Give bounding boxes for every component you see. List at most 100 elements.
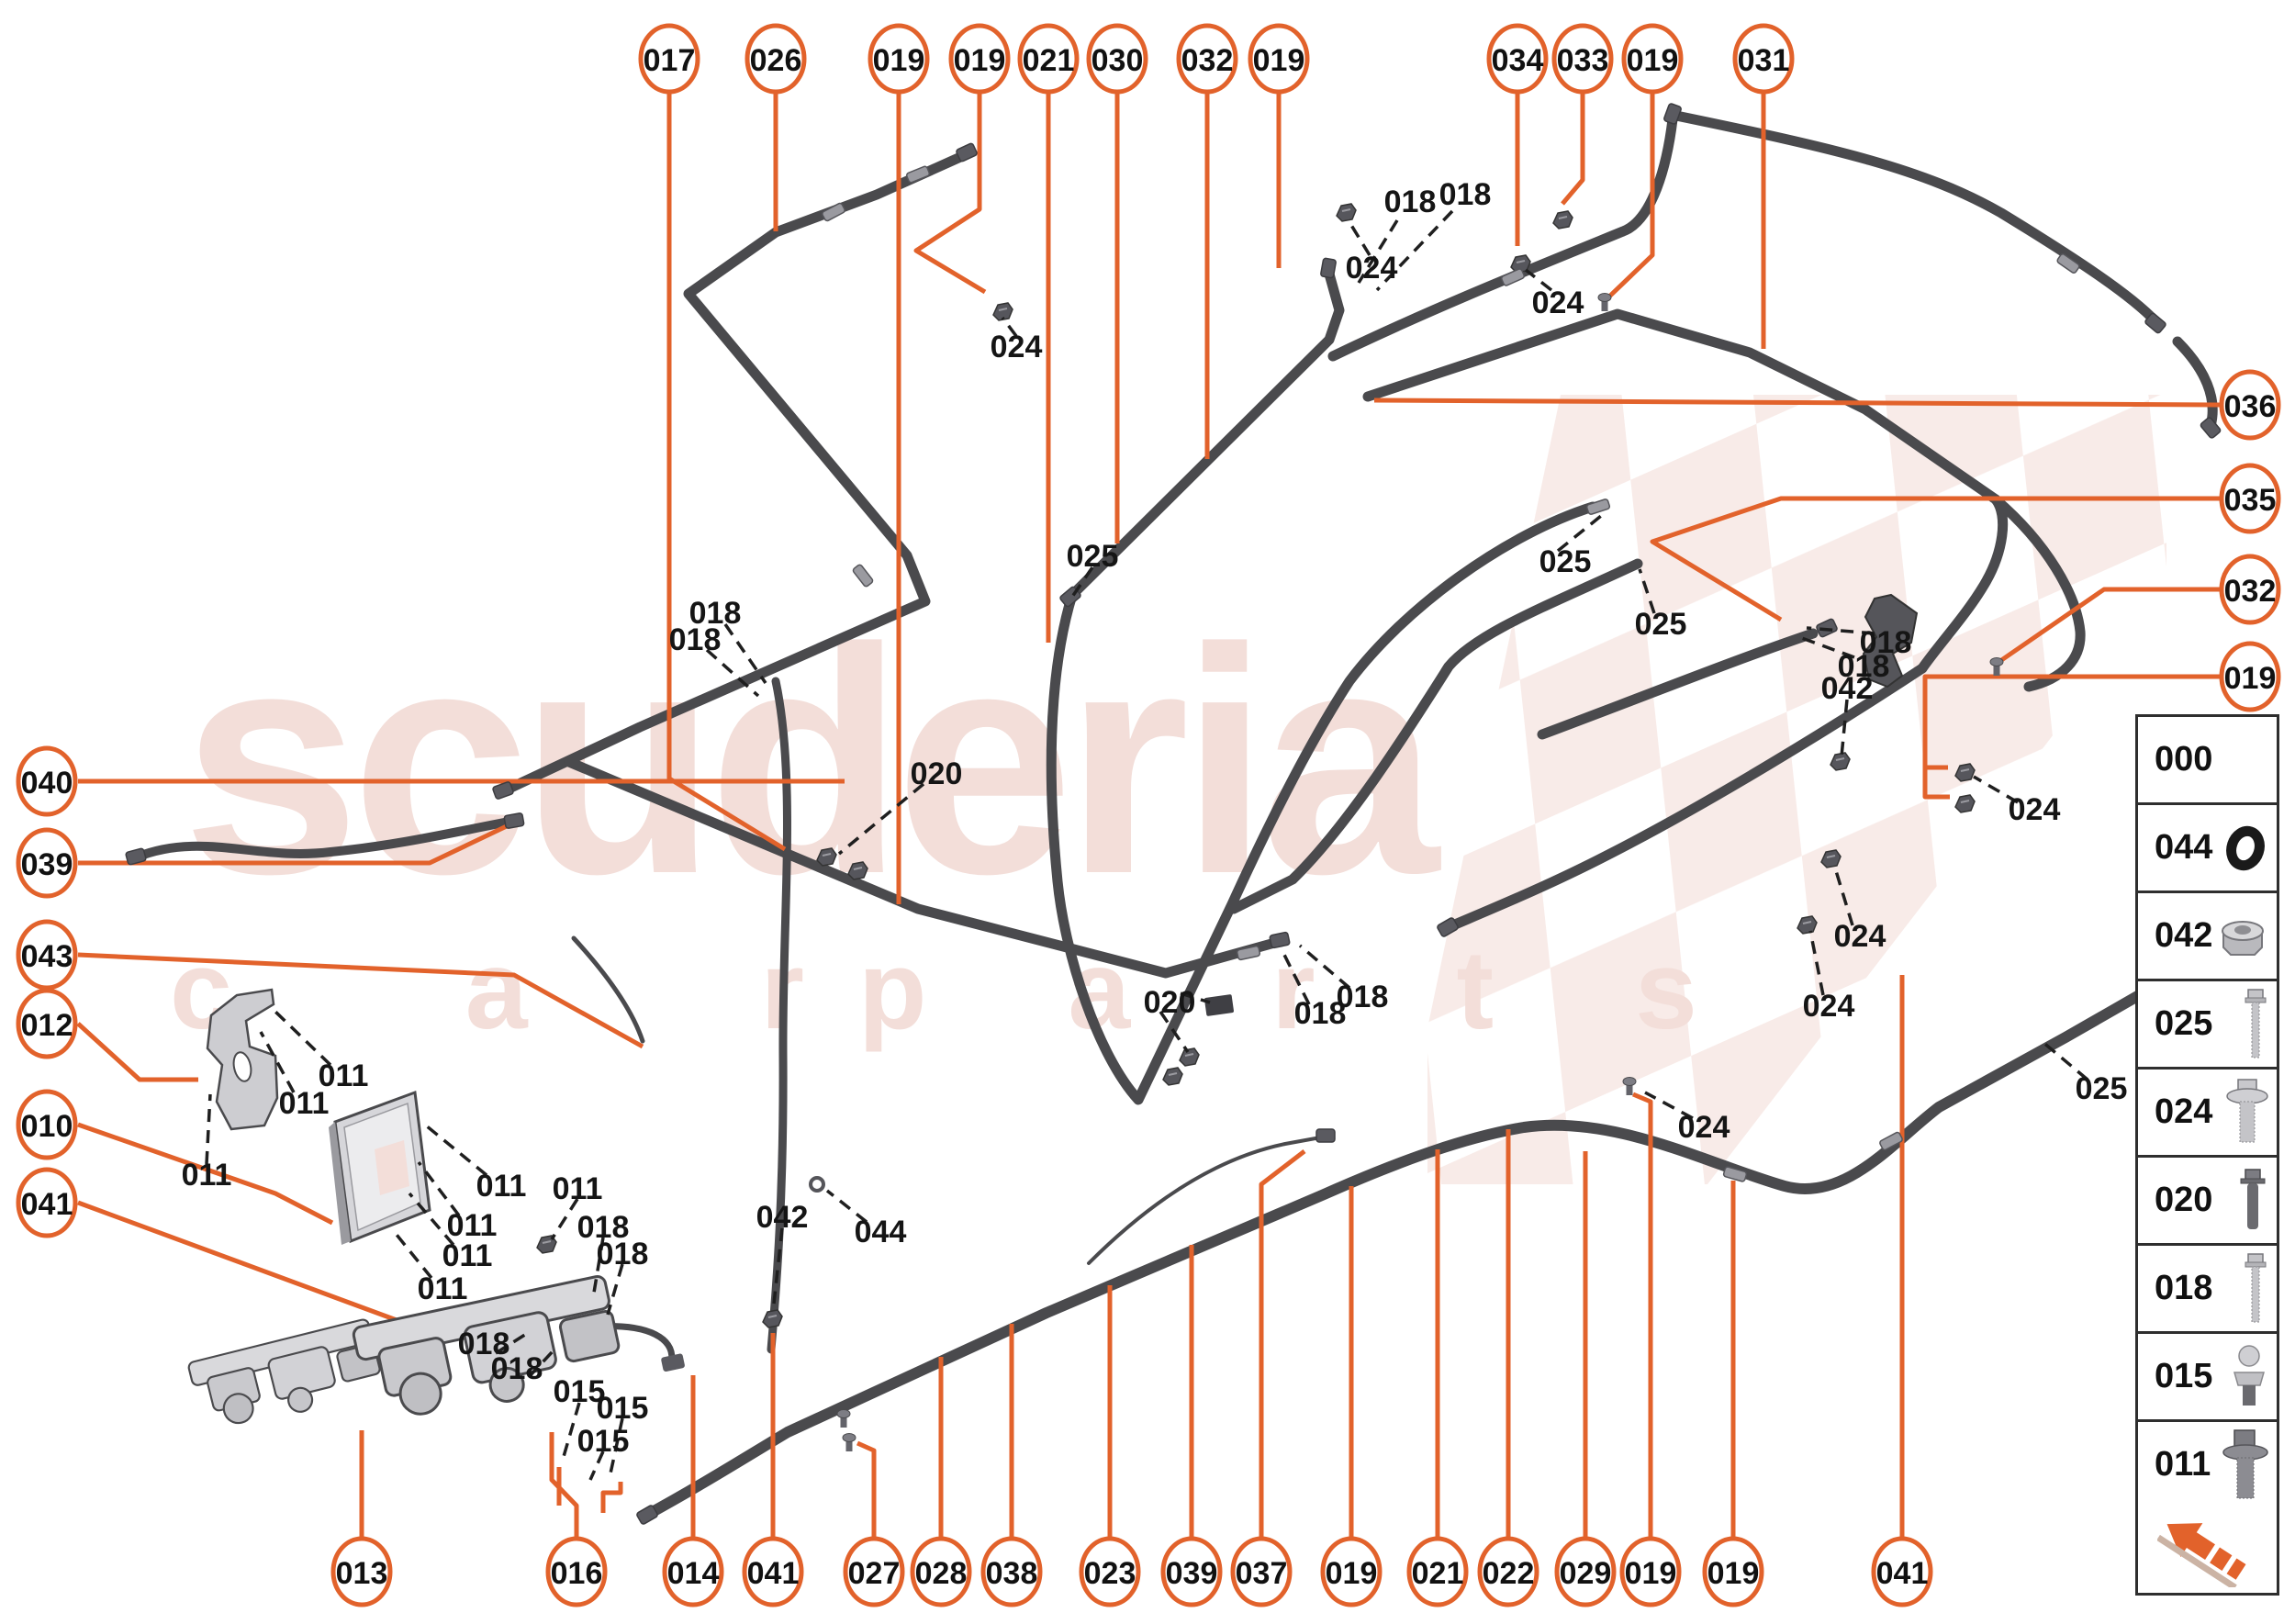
pipe-sleeve-icon xyxy=(2056,253,2080,274)
callout-badge-014[interactable]: 014 xyxy=(662,1536,724,1607)
callout-badge-019[interactable]: 019 xyxy=(1621,23,1684,95)
pipe-clip-icon xyxy=(992,302,1013,321)
callout-badge-019[interactable]: 019 xyxy=(948,23,1011,95)
dashed-pointer-line xyxy=(417,1160,461,1217)
callout-badge-036[interactable]: 036 xyxy=(2219,369,2281,441)
endcap-part xyxy=(1663,103,1682,125)
legend-row-018[interactable]: 018 xyxy=(2138,1246,2277,1334)
callout-badge-041[interactable]: 041 xyxy=(16,1167,78,1238)
callout-leader-line xyxy=(78,822,512,866)
pipe-clip-icon xyxy=(1830,752,1851,771)
callout-badge-038[interactable]: 038 xyxy=(980,1536,1043,1607)
badge-circle xyxy=(1160,1536,1223,1607)
legend-row-020[interactable]: 020 xyxy=(2138,1158,2277,1246)
dashed-pointer-line xyxy=(408,1192,455,1247)
endcap-part xyxy=(2200,417,2222,439)
callout-badge-033[interactable]: 033 xyxy=(1551,23,1614,95)
callout-badge-043[interactable]: 043 xyxy=(16,919,78,991)
pipe-clip-icon xyxy=(762,1309,783,1328)
callout-badge-039[interactable]: 039 xyxy=(16,827,78,899)
badge-circle xyxy=(1320,1536,1383,1607)
callout-badge-026[interactable]: 026 xyxy=(744,23,807,95)
badge-circle xyxy=(1176,23,1238,95)
callout-badge-022[interactable]: 022 xyxy=(1477,1536,1539,1607)
clip-detail xyxy=(1826,855,1836,858)
callout-badge-021[interactable]: 021 xyxy=(1017,23,1080,95)
callout-badge-028[interactable]: 028 xyxy=(910,1536,972,1607)
pipe-end-connector-icon xyxy=(1315,1128,1336,1143)
callout-badge-040[interactable]: 040 xyxy=(16,745,78,817)
badge-number: 019 xyxy=(1707,1556,1760,1591)
callout-badge-019[interactable]: 019 xyxy=(1248,23,1310,95)
badge-circle xyxy=(868,23,930,95)
legend-row-024[interactable]: 024 xyxy=(2138,1070,2277,1158)
clip-part xyxy=(992,302,1013,321)
pipe-clip-icon xyxy=(816,847,837,867)
badge-number: 031 xyxy=(1738,43,1790,78)
fuel-line-pipe xyxy=(1990,494,2086,692)
badge-number: 021 xyxy=(1023,43,1075,78)
callout-badge-032[interactable]: 032 xyxy=(2219,554,2281,625)
callout-badge-039[interactable]: 039 xyxy=(1160,1536,1223,1607)
pipe-sleeve-icon xyxy=(1236,945,1261,961)
legend-row-000[interactable]: 000 xyxy=(2138,717,2277,805)
pipe-clip-icon xyxy=(536,1235,557,1254)
callout-leader-line xyxy=(77,952,644,1049)
watermark-word: scuderia xyxy=(182,582,1441,941)
legend-row-025[interactable]: 025 xyxy=(2138,981,2277,1070)
callout-badge-013[interactable]: 013 xyxy=(330,1536,393,1607)
part-number-label: 018 xyxy=(577,1210,630,1245)
callout-badge-031[interactable]: 031 xyxy=(1732,23,1795,95)
callout-badge-010[interactable]: 010 xyxy=(16,1089,78,1160)
dashed-pointer-line xyxy=(1556,514,1603,553)
callout-badge-019[interactable]: 019 xyxy=(868,23,930,95)
callout-badge-019[interactable]: 019 xyxy=(2219,641,2281,712)
callout-badge-019[interactable]: 019 xyxy=(1320,1536,1383,1607)
clip-detail xyxy=(1835,757,1845,761)
callout-badge-029[interactable]: 029 xyxy=(1554,1536,1617,1607)
badge-circle xyxy=(545,1536,608,1607)
callout-badge-037[interactable]: 037 xyxy=(1230,1536,1293,1607)
part-number-label: 024 xyxy=(1346,251,1398,286)
dashed-pointer-line xyxy=(825,1189,868,1224)
callout-badge-021[interactable]: 021 xyxy=(1406,1536,1469,1607)
callout-badge-032[interactable]: 032 xyxy=(1176,23,1238,95)
callout-leader-line xyxy=(1373,398,2222,408)
badge-circle xyxy=(1086,23,1148,95)
fuel-line-pipe xyxy=(1228,558,1643,914)
pipe-sleeve-icon xyxy=(822,202,845,222)
legend-row-011[interactable]: 011 xyxy=(2138,1422,2277,1507)
pipe-end-connector-icon xyxy=(1437,917,1459,937)
badge-circle xyxy=(1079,1536,1141,1607)
badge-number: 019 xyxy=(1627,43,1679,78)
part-number-label: 018 xyxy=(597,1237,649,1271)
callout-badge-017[interactable]: 017 xyxy=(638,23,700,95)
callout-badge-030[interactable]: 030 xyxy=(1086,23,1148,95)
dashed-pointer-line xyxy=(609,1417,624,1474)
badge-circle xyxy=(2219,369,2281,441)
screw-shaft xyxy=(840,1414,847,1428)
badge-number: 032 xyxy=(1181,43,1234,78)
pipe-sleeve-icon xyxy=(1722,1166,1748,1182)
dashed-pointer-line xyxy=(1644,1091,1694,1120)
legend-row-044[interactable]: 044 xyxy=(2138,805,2277,893)
pump-port xyxy=(558,1310,621,1363)
clip-detail xyxy=(998,308,1008,311)
callout-badge-041[interactable]: 041 xyxy=(742,1536,804,1607)
callout-badge-041[interactable]: 041 xyxy=(1871,1536,1933,1607)
legend-row-015[interactable]: 015 xyxy=(2138,1334,2277,1422)
callout-badge-012[interactable]: 012 xyxy=(16,988,78,1059)
callout-badge-019[interactable]: 019 xyxy=(1619,1536,1682,1607)
callout-badge-019[interactable]: 019 xyxy=(1702,1536,1764,1607)
badge-number: 019 xyxy=(873,43,925,78)
badge-number: 016 xyxy=(551,1556,603,1591)
callout-badge-034[interactable]: 034 xyxy=(1486,23,1549,95)
callout-badge-016[interactable]: 016 xyxy=(545,1536,608,1607)
legend-row-042[interactable]: 042 xyxy=(2138,893,2277,981)
callout-badge-027[interactable]: 027 xyxy=(843,1536,905,1607)
callout-badge-035[interactable]: 035 xyxy=(2219,463,2281,534)
callout-badge-023[interactable]: 023 xyxy=(1079,1536,1141,1607)
